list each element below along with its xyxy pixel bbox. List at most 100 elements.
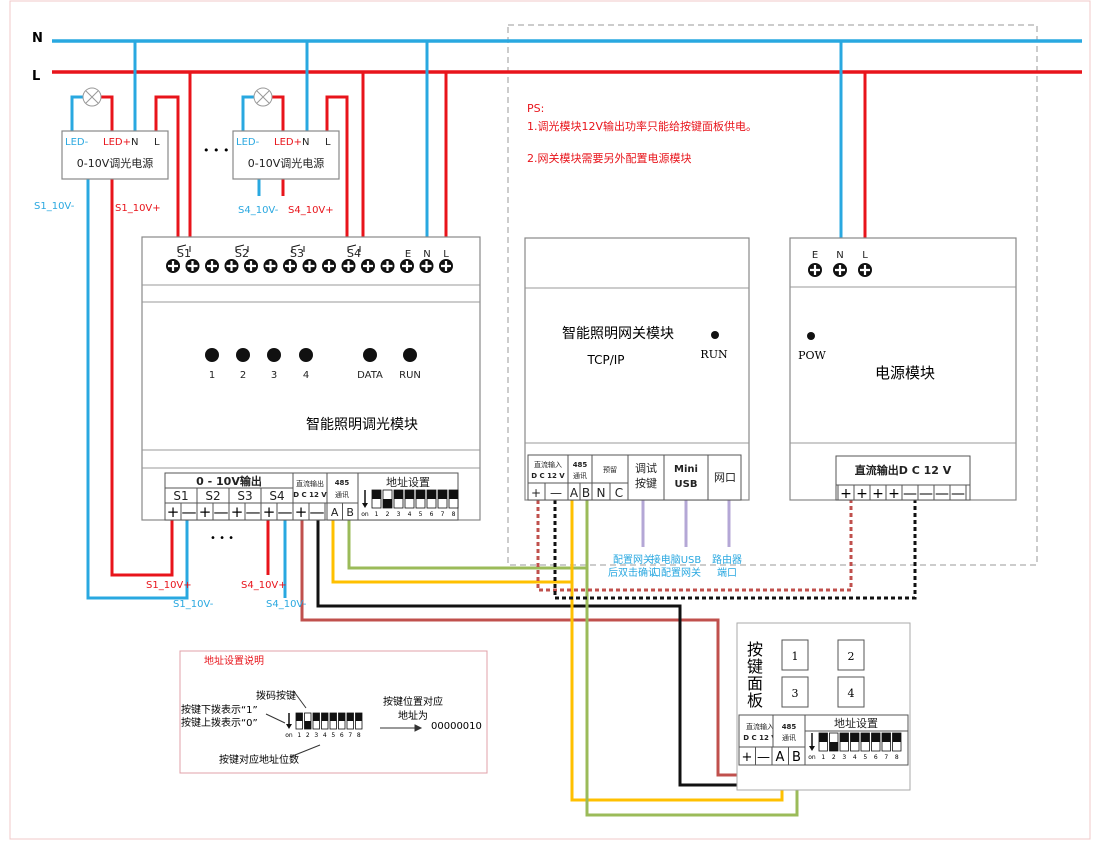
dip-switch-5[interactable] <box>329 712 337 730</box>
outer-border <box>9 0 1091 840</box>
channel-label-s1: S1 <box>177 247 191 260</box>
dip-switch-8[interactable] <box>448 489 459 509</box>
dip-switch-8[interactable] <box>892 732 902 752</box>
panel-terminal-label: — <box>757 750 770 765</box>
dip-switch-4[interactable] <box>321 712 329 730</box>
net-port-label: 网口 <box>714 471 736 484</box>
power-output-terminal: — <box>919 486 933 502</box>
psu-ellipsis: • • • <box>203 144 229 157</box>
indicator-led <box>299 348 313 362</box>
screw-terminal-icon[interactable] <box>858 263 872 277</box>
screw-terminal-icon[interactable] <box>322 259 336 273</box>
wires <box>70 41 917 817</box>
dip-switch-2[interactable] <box>304 712 312 730</box>
lamp-icon <box>82 87 102 107</box>
l-label: L <box>325 137 331 148</box>
dip-switch-3[interactable] <box>393 489 404 509</box>
minus-terminal: — <box>246 503 261 521</box>
svg-text:2: 2 <box>848 650 855 663</box>
screw-terminal-icon[interactable] <box>302 259 317 273</box>
power-label-l: L <box>443 249 449 260</box>
gateway-protocol: TCP/IP <box>586 353 624 367</box>
dip-switch-6[interactable] <box>871 732 881 752</box>
power-output-terminal: — <box>935 486 949 502</box>
panel-button-3[interactable]: 3 <box>781 676 809 708</box>
dip-switch-4[interactable] <box>850 732 860 752</box>
indicator-label: 3 <box>271 370 277 381</box>
screw-terminal-icon[interactable] <box>400 259 414 273</box>
debug-key-label-1: 调试 <box>635 462 657 475</box>
led-minus-wire <box>241 95 254 131</box>
lamp-icon <box>253 87 273 107</box>
power-label-e: E <box>405 249 411 260</box>
panel-button-1[interactable]: 1 <box>781 639 809 671</box>
screw-terminal-icon[interactable] <box>833 263 847 277</box>
dip-switch-7[interactable] <box>881 732 891 752</box>
panel-button-4[interactable]: 4 <box>837 676 865 708</box>
neutral-label: N <box>32 31 43 46</box>
dip-number: 6 <box>874 754 878 761</box>
dip-key-label: 拨码按键 <box>256 689 296 702</box>
live-label: L <box>32 69 40 84</box>
panel-button-2[interactable]: 2 <box>837 639 865 671</box>
dip-switch-1[interactable] <box>295 712 303 730</box>
comm-label: 485 <box>335 479 350 487</box>
gateway-hint: 口配置网关 <box>651 566 701 579</box>
dip-switch-4[interactable] <box>404 489 415 509</box>
n-label: N <box>302 137 309 148</box>
minus-terminal: — <box>310 503 325 521</box>
gateway-hint: 路由器 <box>712 553 742 566</box>
dip-switch-7[interactable] <box>437 489 448 509</box>
screw-terminal-icon[interactable] <box>263 259 278 273</box>
note-line-1: 1.调光模块12V输出功率只能给按键面板供电。 <box>527 119 757 133</box>
run-label: RUN <box>700 348 728 361</box>
rs485-terminal-label: A <box>331 506 339 519</box>
gateway-group-dashed-box <box>507 24 1038 566</box>
screw-terminal-icon[interactable] <box>808 263 822 277</box>
screw-terminal-icon[interactable] <box>205 259 219 273</box>
output-channel-label: S2 <box>205 489 220 503</box>
address-label: 地址设置 <box>386 475 430 489</box>
screw-terminal-icon[interactable] <box>244 259 258 273</box>
gateway-terminal-label: + <box>531 486 541 500</box>
dip-switch-3[interactable] <box>312 712 320 730</box>
dip-switch-3[interactable] <box>839 732 849 752</box>
screw-terminal-icon[interactable] <box>341 259 356 273</box>
gateway-hint: 配置网关 <box>613 553 653 566</box>
s1-neg-wire-label: S1_10V- <box>173 599 214 610</box>
output-ellipsis: • • • <box>210 533 234 544</box>
screw-terminal-icon[interactable] <box>185 259 200 273</box>
s1-neg-label: S1_10V- <box>34 201 75 212</box>
pow-indicator <box>807 332 815 340</box>
screw-terminal-icon[interactable] <box>166 259 180 273</box>
power-terminal-label: L <box>862 250 868 261</box>
screw-terminal-icon[interactable] <box>361 259 375 273</box>
dip-switch-1[interactable] <box>818 732 828 752</box>
dip-switch-8[interactable] <box>355 712 363 730</box>
dip-number: 5 <box>331 732 335 739</box>
screw-terminal-icon[interactable] <box>224 259 239 273</box>
gateway-power-pos-wire <box>536 500 853 592</box>
screw-terminal-icon[interactable] <box>419 259 434 273</box>
screw-terminal-icon[interactable] <box>283 259 297 273</box>
dip-switch-7[interactable] <box>346 712 354 730</box>
power-terminal-label: E <box>812 250 818 261</box>
dip-number: 3 <box>842 754 846 761</box>
plus-terminal: + <box>167 503 180 521</box>
plus-terminal: + <box>263 503 276 521</box>
dip-switch-2[interactable] <box>382 489 393 509</box>
channel-label-s3: S3 <box>290 247 304 260</box>
dip-switch-6[interactable] <box>426 489 437 509</box>
dip-switch-6[interactable] <box>338 712 346 730</box>
dip-switch-2[interactable] <box>829 732 839 752</box>
dip-switch-5[interactable] <box>415 489 426 509</box>
terminal-block <box>166 244 453 273</box>
dip-switch-5[interactable] <box>860 732 870 752</box>
screw-terminal-icon[interactable] <box>380 259 395 273</box>
dip-switch-1[interactable] <box>371 489 382 509</box>
screw-terminal-icon[interactable] <box>439 259 453 273</box>
